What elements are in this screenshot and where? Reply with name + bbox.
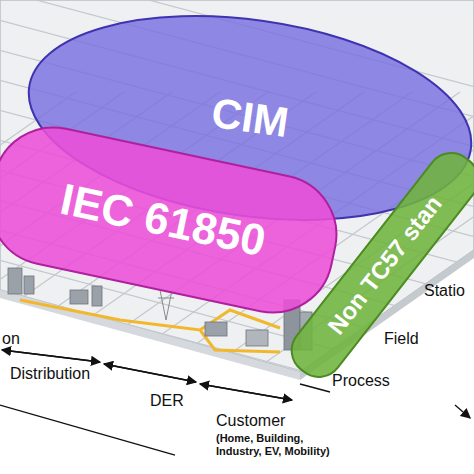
axis-label: Customer: [216, 412, 285, 430]
axis-label: DER: [150, 392, 184, 410]
axis-label: Field: [384, 330, 419, 348]
axis-label: Process: [332, 372, 390, 390]
axis-label: Statio: [424, 282, 465, 300]
axis-label: Distribution: [10, 365, 90, 383]
axis-label: on: [2, 330, 20, 348]
axis-label: (Home, Building, Industry, EV, Mobility): [216, 432, 346, 458]
